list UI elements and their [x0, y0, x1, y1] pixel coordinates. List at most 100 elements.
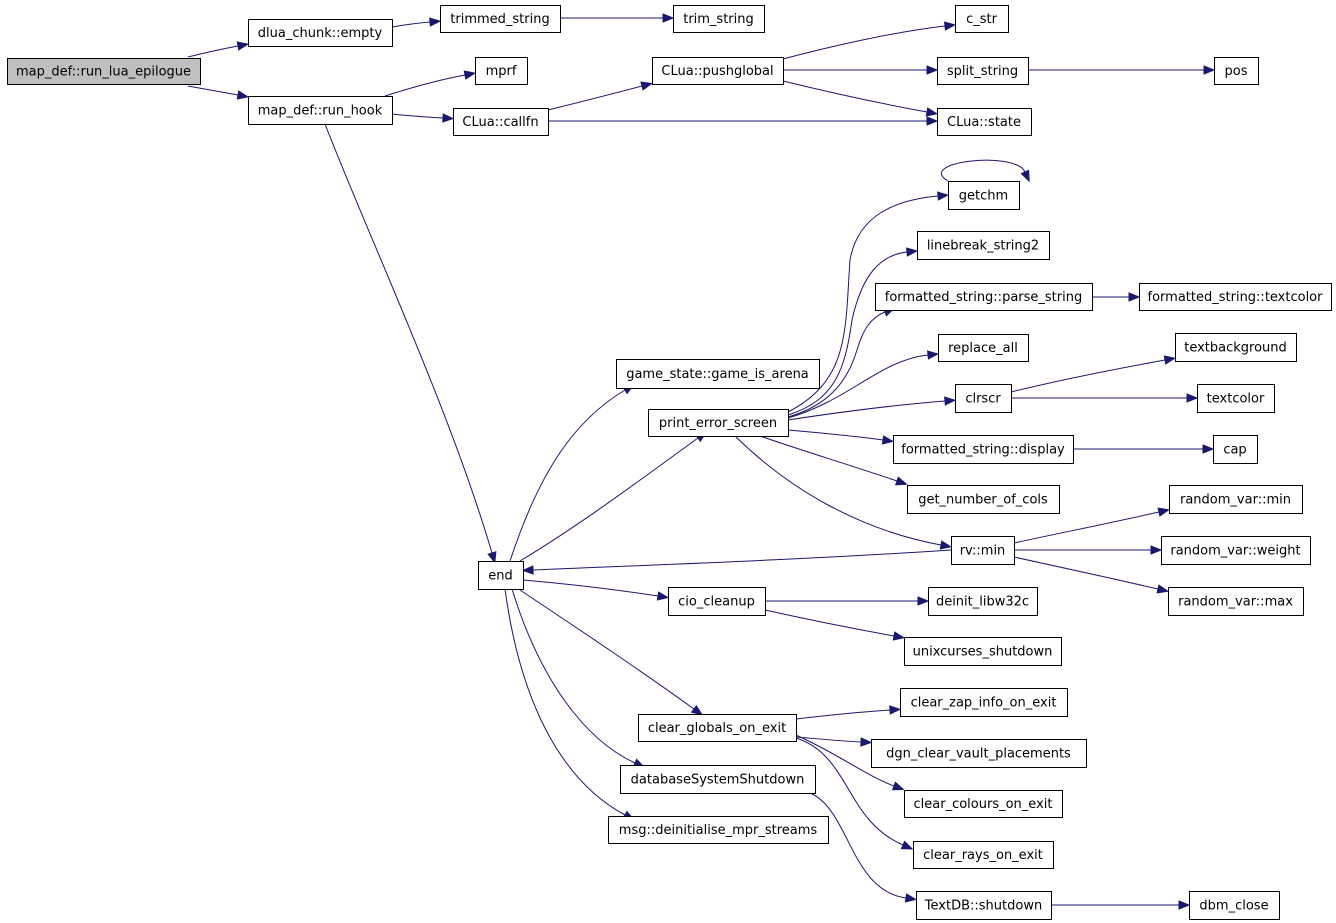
edge-arrowhead [1128, 292, 1141, 302]
node-box [1175, 333, 1297, 362]
edge-line [782, 80, 928, 113]
node-label: deinit_libw32c [936, 595, 1029, 610]
edge-line [519, 437, 699, 562]
edge-arrowhead [690, 704, 704, 716]
node-clrscr[interactable]: clrscr [955, 384, 1012, 413]
node-split[interactable]: split_string [937, 57, 1029, 85]
edge-line [764, 609, 895, 637]
node-box [620, 765, 816, 794]
node-box [928, 587, 1038, 616]
edge-arrowhead [917, 596, 930, 606]
edge-pes-to-rvmin [734, 435, 953, 550]
edge-textdb-to-dbm [1051, 900, 1191, 910]
node-box [955, 5, 1009, 33]
node-callfn[interactable]: CLua::callfn [453, 108, 549, 136]
node-cols[interactable]: get_number_of_cols [907, 485, 1060, 514]
edge-arrowhead [1178, 900, 1191, 910]
node-box [907, 485, 1060, 514]
edge-end-to-arena [509, 384, 635, 562]
node-trimmed[interactable]: trimmed_string [440, 5, 561, 33]
node-colours[interactable]: clear_colours_on_exit [904, 790, 1063, 818]
edge-arrowhead [1202, 444, 1215, 454]
node-pes[interactable]: print_error_screen [648, 409, 789, 437]
edge-pes-to-getchm [787, 191, 950, 413]
node-pos[interactable]: pos [1214, 57, 1259, 85]
node-label: msg::deinitialise_mpr_streams [619, 823, 818, 838]
node-root[interactable]: map_def::run_lua_epilogue [7, 58, 201, 85]
edge-pes-to-cols [759, 435, 908, 486]
node-dlua-empty[interactable]: dlua_chunk::empty [248, 19, 393, 47]
node-msg[interactable]: msg::deinitialise_mpr_streams [608, 816, 829, 844]
node-fs-textcolor[interactable]: formatted_string::textcolor [1139, 283, 1332, 311]
node-textdb[interactable]: TextDB::shutdown [916, 891, 1052, 920]
edge-arrowhead [1157, 507, 1171, 517]
node-rvmin[interactable]: rv::min [951, 536, 1015, 565]
node-mprf[interactable]: mprf [475, 57, 528, 85]
node-rv-max[interactable]: random_var::max [1168, 587, 1304, 616]
node-cap[interactable]: cap [1213, 435, 1258, 464]
node-unix[interactable]: unixcurses_shutdown [904, 637, 1062, 666]
node-parse[interactable]: formatted_string::parse_string [875, 283, 1093, 311]
node-c-str[interactable]: c_str [955, 5, 1009, 33]
edge-arrowhead [1163, 355, 1177, 365]
edge-dlua_empty-to-trimmed [391, 17, 442, 28]
node-box [904, 637, 1062, 666]
edge-arrowhead [927, 350, 940, 360]
node-cgoe[interactable]: clear_globals_on_exit [638, 714, 797, 742]
node-textcolor[interactable]: textcolor [1197, 384, 1275, 413]
node-label: clear_colours_on_exit [914, 797, 1053, 812]
node-box [1169, 485, 1303, 514]
node-display[interactable]: formatted_string::display [893, 435, 1074, 464]
node-rv-min[interactable]: random_var::min [1169, 485, 1303, 514]
node-label: c_str [966, 12, 998, 27]
node-dbm[interactable]: dbm_close [1189, 891, 1280, 920]
edge-parse-to-fs_textcolor [1092, 292, 1141, 302]
edge-line [940, 159, 1026, 182]
edge-callfn-to-state [548, 116, 939, 126]
node-trim[interactable]: trim_string [673, 5, 765, 33]
node-cio[interactable]: cio_cleanup [668, 587, 766, 616]
node-rv-weight[interactable]: random_var::weight [1161, 536, 1311, 565]
edge-arrowhead [1186, 393, 1199, 403]
node-state[interactable]: CLua::state [937, 108, 1032, 136]
node-arena[interactable]: game_state::game_is_arena [616, 359, 820, 389]
node-linebreak[interactable]: linebreak_string2 [917, 231, 1050, 260]
node-label: clear_zap_info_on_exit [911, 696, 1057, 711]
edge-end-to-dss [511, 588, 646, 768]
node-box [871, 739, 1087, 768]
edge-arrowhead [463, 70, 477, 80]
node-textbg[interactable]: textbackground [1175, 333, 1297, 362]
node-box [1189, 891, 1280, 920]
edge-line [391, 113, 444, 119]
node-label: pos [1225, 64, 1248, 79]
edge-line [809, 792, 907, 899]
edge-arrowhead [925, 107, 939, 117]
edge-split-to-pos [1028, 65, 1216, 75]
edge-arrowhead [943, 21, 957, 31]
edge-arrowhead [1150, 545, 1163, 555]
node-end[interactable]: end [478, 561, 524, 590]
node-replace[interactable]: replace_all [938, 334, 1029, 362]
node-label: dbm_close [1199, 899, 1268, 914]
node-box [638, 714, 797, 742]
node-deinit[interactable]: deinit_libw32c [928, 587, 1038, 616]
edge-arrowhead [442, 113, 455, 123]
edge-clrscr-to-textbg [1010, 355, 1177, 393]
edge-line [787, 400, 946, 421]
node-label: getchm [959, 189, 1008, 204]
node-box [7, 58, 201, 85]
edge-pes-to-linebreak [787, 247, 919, 416]
node-pushglobal[interactable]: CLua::pushglobal [652, 57, 784, 85]
node-getchm[interactable]: getchm [948, 181, 1020, 210]
node-dss[interactable]: databaseSystemShutdown [620, 765, 816, 794]
node-zap[interactable]: clear_zap_info_on_exit [900, 688, 1068, 717]
node-label: textcolor [1207, 392, 1265, 407]
edge-clrscr-to-textcolor [1011, 393, 1199, 403]
node-run-hook[interactable]: map_def::run_hook [248, 96, 393, 125]
edge-line [782, 25, 946, 60]
node-rays[interactable]: clear_rays_on_exit [913, 841, 1054, 869]
node-box [938, 334, 1029, 362]
node-dgn[interactable]: dgn_clear_vault_placements [871, 739, 1087, 768]
node-box [616, 359, 820, 389]
edge-rvmin-to-rv_min [1013, 507, 1171, 544]
